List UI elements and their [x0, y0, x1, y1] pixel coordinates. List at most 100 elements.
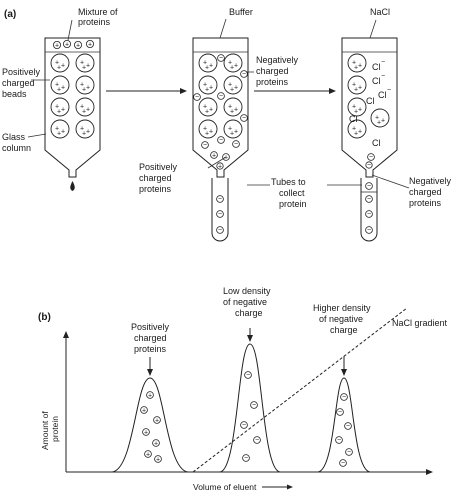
label-beads-line-2: charged	[2, 78, 35, 88]
label-low-density-line-3: charge	[235, 308, 263, 318]
protein-negative-charge: −	[219, 55, 223, 62]
protein-negative-charge: −	[203, 142, 207, 149]
peak-low-density	[219, 343, 281, 473]
glass-column-3-outline	[341, 37, 398, 178]
column-1: ++++ ++++++++++++++++++++++++	[44, 37, 101, 191]
protein-negative-charge: −	[347, 449, 351, 456]
protein-positive-charge: +	[218, 164, 222, 171]
bead-positive-charge: +	[82, 87, 86, 94]
protein-positive-charge: +	[88, 42, 92, 49]
protein-negative-charge: −	[252, 402, 256, 409]
label-tubes-line-1: Tubes to	[271, 177, 306, 187]
protein-positive-charge: +	[156, 457, 160, 464]
bead-positive-charge: +	[354, 87, 358, 94]
bead-positive-charge: +	[354, 65, 358, 72]
bead-positive-charge: +	[86, 107, 90, 114]
bead-positive-charge: +	[230, 131, 234, 138]
column-3: +++++++++++++++ −−	[341, 37, 398, 178]
label-neg-bottom-line-2: charged	[409, 187, 442, 197]
protein-negative-charge: −	[242, 115, 246, 122]
bead-positive-charge: +	[377, 120, 381, 127]
bead-positive-charge: +	[86, 63, 90, 70]
bead-positive-charge: +	[57, 87, 61, 94]
chloride-charge: −	[387, 87, 391, 94]
protein-negative-charge: −	[337, 437, 341, 444]
bead-positive-charge: +	[352, 60, 356, 67]
bead-positive-charge: +	[57, 65, 61, 72]
protein-positive-charge: +	[224, 155, 228, 162]
bead-positive-charge: +	[86, 129, 90, 136]
bead-positive-charge: +	[230, 65, 234, 72]
panel-a-label: (a)	[4, 9, 16, 20]
protein-negative-charge: −	[244, 455, 248, 462]
label-pos-proteins-line-2: charged	[139, 173, 172, 183]
column-2-beads: ++++++++++++++++++++++++	[198, 53, 243, 139]
protein-negative-charge: −	[218, 227, 222, 234]
protein-positive-charge: +	[146, 452, 150, 459]
glass-column-1-outline	[44, 37, 101, 178]
bead-positive-charge: +	[80, 126, 84, 133]
tube-2-outline	[360, 178, 378, 242]
nacl-gradient-line	[192, 307, 408, 473]
bead-positive-charge: +	[203, 60, 207, 67]
label-mixture-line-1: Mixture of	[78, 7, 118, 17]
bead-positive-charge: +	[354, 109, 358, 116]
bead-positive-charge: +	[209, 85, 213, 92]
label-buffer: Buffer	[229, 7, 253, 17]
label-high-density-line-1: Higher density	[313, 303, 371, 313]
peak-3-proteins: −−−−−−	[335, 393, 353, 467]
x-axis-label: Volume of eluent	[193, 482, 257, 492]
protein-negative-charge: −	[346, 423, 350, 430]
protein-positive-charge: +	[154, 441, 158, 448]
bead-positive-charge: +	[205, 87, 209, 94]
label-pos-charged-line-2: charged	[134, 333, 167, 343]
peak-higher-density	[317, 377, 371, 473]
label-neg-top-line-1: Negatively	[256, 55, 299, 65]
label-pos-charged-line-3: proteins	[134, 344, 167, 354]
column-3-chloride-ions: Cl Cl Cl Cl Cl Cl − − −	[349, 59, 391, 148]
x-axis-label-arrowhead	[287, 484, 293, 490]
label-mixture-line-2: proteins	[78, 17, 111, 27]
protein-negative-charge: −	[341, 460, 345, 467]
chart-axes	[63, 331, 433, 475]
protein-negative-charge: −	[242, 71, 246, 78]
protein-negative-charge: −	[367, 162, 371, 169]
protein-positive-charge: +	[148, 393, 152, 400]
chloride-label: Cl	[372, 138, 381, 148]
label-glass-line-1: Glass	[2, 132, 26, 142]
label-glass-line-2: column	[2, 143, 31, 153]
bead-positive-charge: +	[82, 131, 86, 138]
bead-positive-charge: +	[80, 60, 84, 67]
bead-positive-charge: +	[209, 129, 213, 136]
bead-positive-charge: +	[381, 118, 385, 125]
protein-positive-charge: +	[212, 153, 216, 160]
chloride-charge: −	[381, 59, 385, 66]
protein-negative-charge: −	[195, 94, 199, 101]
bead-positive-charge: +	[358, 63, 362, 70]
bead-positive-charge: +	[234, 63, 238, 70]
bead-positive-charge: +	[352, 126, 356, 133]
protein-positive-charge: +	[144, 430, 148, 437]
bead-positive-charge: +	[358, 107, 362, 114]
panel-a-leader-lines	[27, 18, 410, 189]
protein-negative-charge: −	[218, 211, 222, 218]
protein-negative-charge: −	[246, 372, 250, 379]
bead-positive-charge: +	[203, 126, 207, 133]
protein-negative-charge: −	[367, 227, 371, 234]
bead-positive-charge: +	[61, 85, 65, 92]
chloride-label: Cl	[372, 76, 381, 86]
collection-tube-1: −−−	[211, 178, 229, 242]
label-pos-proteins-line-1: Positively	[139, 162, 178, 172]
peak-2-proteins: −−−−−	[240, 371, 261, 462]
label-high-density-line-2: of negative	[319, 314, 363, 324]
protein-negative-charge: −	[242, 422, 246, 429]
protein-negative-charge: −	[369, 154, 373, 161]
chloride-label: Cl	[366, 96, 375, 106]
protein-negative-charge: −	[219, 93, 223, 100]
column-2: ++++++++++++++++++++++++ −−−−−−−− +++	[192, 37, 249, 178]
drop-icon	[70, 181, 75, 191]
protein-negative-charge: −	[342, 394, 346, 401]
label-beads-line-1: Positively	[2, 67, 41, 77]
column-1-protein-mixture: ++++	[53, 40, 95, 50]
